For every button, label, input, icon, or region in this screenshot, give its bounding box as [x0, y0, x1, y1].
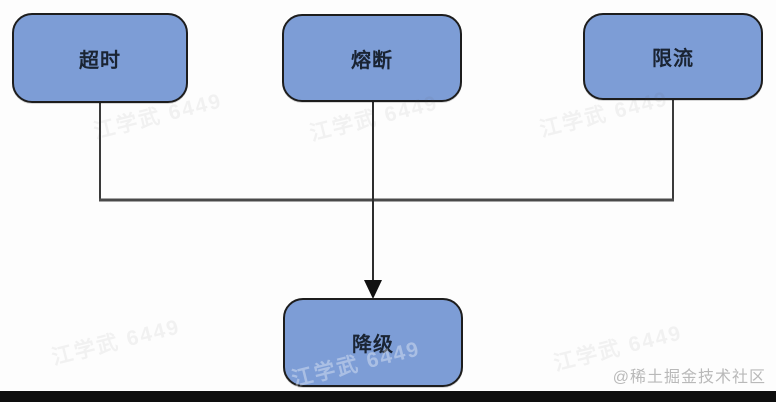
arrowhead-down-icon — [364, 280, 382, 299]
node-degrade-label: 降级 — [352, 334, 394, 356]
node-limit-label: 限流 — [652, 48, 694, 70]
community-credit-watermark: @稀土掘金技术社区 — [612, 369, 766, 386]
watermark-tile: 江学武 6449 — [49, 315, 183, 370]
bottom-black-bar — [0, 391, 776, 402]
node-degrade: 降级 — [283, 298, 463, 387]
node-timeout-label: 超时 — [79, 49, 121, 72]
node-fuse-label: 熔断 — [351, 49, 393, 72]
node-fuse: 熔断 — [282, 14, 462, 102]
node-timeout: 超时 — [12, 13, 188, 103]
node-limit: 限流 — [583, 13, 763, 100]
